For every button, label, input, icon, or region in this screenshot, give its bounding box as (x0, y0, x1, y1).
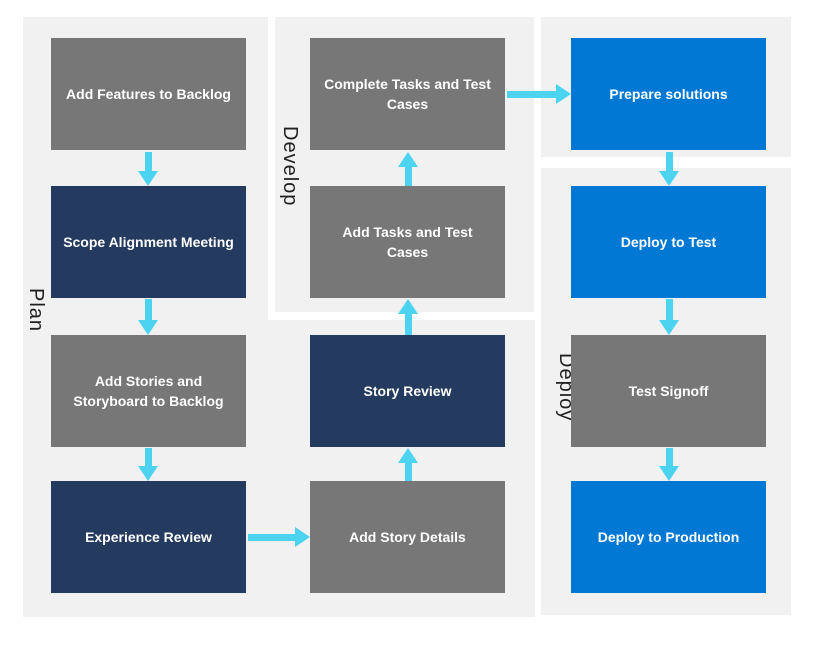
arrow-head (556, 84, 571, 104)
node-prepare-solutions: Prepare solutions (571, 38, 766, 150)
arrow-up-icon (398, 299, 418, 335)
node-label: Complete Tasks and Test Cases (324, 75, 491, 112)
arrow-head (138, 466, 158, 481)
arrow-shaft (665, 152, 673, 171)
lane-label-develop: Develop (279, 126, 301, 207)
arrow-shaft (404, 167, 412, 186)
arrow-shaft (144, 152, 152, 171)
arrow-up-icon (398, 152, 418, 186)
arrow-shaft (404, 463, 412, 481)
node-scope-alignment-meeting: Scope Alignment Meeting (51, 186, 246, 298)
arrow-shaft (404, 314, 412, 335)
arrow-head (659, 320, 679, 335)
arrow-right-icon (507, 84, 571, 104)
arrow-right-icon (248, 527, 310, 547)
lane-label-plan: Plan (25, 288, 47, 333)
arrow-down-icon (138, 152, 158, 186)
node-label: Add Tasks and Test Cases (342, 223, 473, 260)
arrow-head (295, 527, 310, 547)
arrow-shaft (144, 299, 152, 320)
node-label: Test Signoff (628, 382, 709, 399)
node-story-review: Story Review (310, 335, 505, 447)
arrow-shaft (665, 448, 673, 466)
arrow-shaft (144, 448, 152, 466)
arrow-head (138, 171, 158, 186)
node-deploy-to-test: Deploy to Test (571, 186, 766, 298)
node-test-signoff: Test Signoff (571, 335, 766, 447)
arrow-shaft (665, 299, 673, 320)
arrow-down-icon (659, 152, 679, 186)
node-label: Story Review (363, 382, 452, 399)
node-label: Deploy to Test (620, 233, 717, 250)
node-label: Prepare solutions (609, 85, 728, 102)
arrow-head (659, 171, 679, 186)
node-add-stories-and-storyboard: Add Stories and Storyboard to Backlog (51, 335, 246, 447)
arrow-down-icon (138, 299, 158, 335)
arrow-head (398, 152, 418, 167)
node-label: Experience Review (85, 528, 212, 545)
arrow-shaft (507, 90, 556, 98)
node-complete-tasks-and-test-cases: Complete Tasks and Test Cases (310, 38, 505, 150)
node-experience-review: Experience Review (51, 481, 246, 593)
arrow-up-icon (398, 448, 418, 481)
arrow-down-icon (659, 448, 679, 481)
node-add-features-to-backlog: Add Features to Backlog (51, 38, 246, 150)
node-label: Add Story Details (349, 528, 466, 545)
arrow-head (398, 299, 418, 314)
node-add-tasks-and-test-cases: Add Tasks and Test Cases (310, 186, 505, 298)
node-label: Scope Alignment Meeting (63, 233, 234, 250)
arrow-head (659, 466, 679, 481)
arrow-shaft (248, 533, 295, 541)
arrow-head (398, 448, 418, 463)
node-label: Add Features to Backlog (66, 85, 231, 102)
node-label: Deploy to Production (597, 528, 740, 545)
node-deploy-to-production: Deploy to Production (571, 481, 766, 593)
arrow-down-icon (138, 448, 158, 481)
node-label: Add Stories and Storyboard to Backlog (73, 372, 224, 409)
node-add-story-details: Add Story Details (310, 481, 505, 593)
arrow-down-icon (659, 299, 679, 335)
arrow-head (138, 320, 158, 335)
